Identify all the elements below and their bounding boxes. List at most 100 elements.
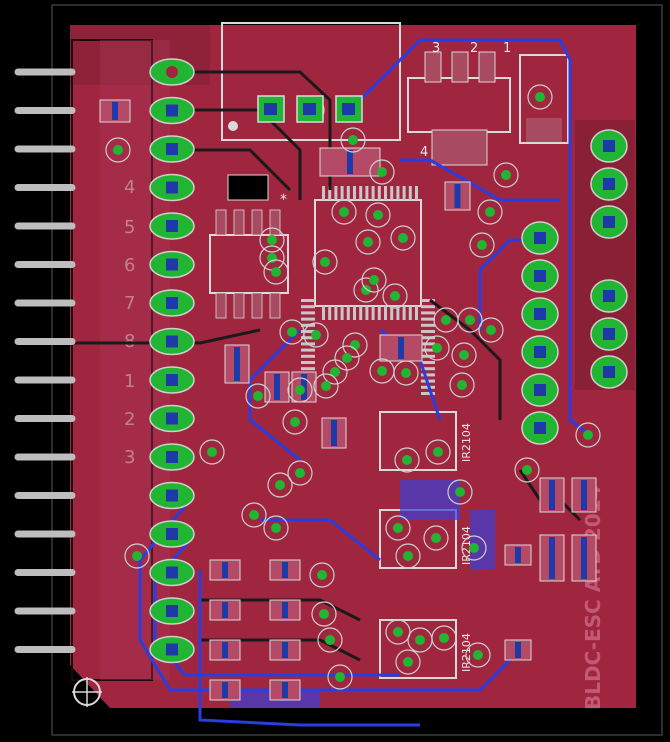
via-pad <box>348 135 358 145</box>
via <box>241 502 267 528</box>
regulator-pin <box>424 51 442 83</box>
via-pad <box>271 267 281 277</box>
mcu-pin <box>353 306 356 320</box>
regulator-pin-label-2: 2 <box>470 41 478 56</box>
via <box>393 360 419 386</box>
via-pad <box>583 430 593 440</box>
via <box>311 601 337 627</box>
via-pad <box>113 145 123 155</box>
via-pad <box>522 465 532 475</box>
smd-pad <box>112 102 118 120</box>
header-pad-hole <box>166 181 178 194</box>
via-pad <box>271 523 281 533</box>
via <box>312 249 338 275</box>
mcu-pin <box>421 367 435 371</box>
mcu-pin <box>421 342 435 346</box>
header-pad-hole <box>603 216 615 228</box>
mcu-pin <box>334 306 338 320</box>
via-pad <box>473 650 483 660</box>
via <box>259 227 285 253</box>
mcu-pin <box>390 306 394 320</box>
via <box>353 277 379 303</box>
mcu-pin <box>377 186 381 200</box>
soic-pin <box>251 292 263 319</box>
via-pad <box>361 285 371 295</box>
header-pad-hole <box>166 489 178 502</box>
header-pad-hole <box>534 422 546 434</box>
via-pad <box>415 635 425 645</box>
via-pad <box>401 368 411 378</box>
via-pad <box>455 487 465 497</box>
mcu-pins <box>301 186 435 395</box>
soic-pin <box>269 292 281 319</box>
via-pad <box>477 240 487 250</box>
via <box>449 372 475 398</box>
mcu-pin <box>421 348 435 352</box>
header-pad-hole <box>534 232 546 244</box>
regulator-pin-label-3: 3 <box>432 41 440 56</box>
soic-pin <box>233 292 245 319</box>
gate-driver-label-1: IR2104 <box>460 423 473 462</box>
soic-pin <box>233 209 245 236</box>
fiducial-icon <box>72 677 102 707</box>
mcu-pin <box>371 306 375 320</box>
via-pad <box>267 253 277 263</box>
soic-pin <box>269 209 281 236</box>
mcu-pin <box>421 317 435 321</box>
header-pad-hole <box>603 140 615 152</box>
via <box>199 439 225 465</box>
header-pad-hole <box>166 220 178 232</box>
via <box>369 159 395 185</box>
via-pad <box>403 551 413 561</box>
via-pad <box>311 330 321 340</box>
mcu-pin <box>301 330 315 333</box>
via-pad <box>433 447 443 457</box>
gate-driver-label-2: IR2104 <box>460 526 473 565</box>
mcu-pin <box>346 186 350 200</box>
via <box>457 307 483 333</box>
via <box>390 225 416 251</box>
header-pad-hole <box>166 104 178 117</box>
via <box>287 377 313 403</box>
mcu-pin <box>328 186 332 200</box>
regulator-pin-label-1: 1 <box>503 41 511 56</box>
mcu-pin <box>301 367 315 371</box>
regulator-tab-label: 4 <box>420 145 428 160</box>
header-pad-hole <box>166 335 178 348</box>
via-pad <box>403 657 413 667</box>
header-number: 3 <box>124 447 135 468</box>
gate-driver-3 <box>379 619 457 679</box>
regulator-pin <box>478 51 496 83</box>
via <box>317 627 343 653</box>
header-pad-hole <box>166 451 178 463</box>
smd-pad <box>222 642 228 658</box>
via <box>493 162 519 188</box>
via-pad <box>390 291 400 301</box>
via <box>282 409 308 435</box>
via <box>309 562 335 588</box>
via-pad <box>321 381 331 391</box>
smd-pad <box>222 562 228 578</box>
mcu-pin <box>390 186 394 200</box>
header-pad-hole <box>166 143 178 155</box>
via-pad <box>485 207 495 217</box>
header-pad-hole <box>534 346 546 358</box>
mcu-pin <box>421 361 435 364</box>
mcu-pin <box>421 323 435 327</box>
right-headers <box>521 129 628 445</box>
via <box>423 525 449 551</box>
via <box>263 259 289 285</box>
smd-pad <box>398 337 404 359</box>
smd-pad <box>282 682 288 698</box>
mcu-pin <box>402 306 406 320</box>
via-pad <box>317 570 327 580</box>
via-pad <box>330 367 340 377</box>
mcu-pin <box>301 348 315 352</box>
smd-pad <box>282 642 288 658</box>
smd-pad <box>347 150 353 174</box>
capacitor-pads <box>257 95 363 123</box>
header-pad-hole <box>166 258 178 271</box>
mcu-pin <box>301 361 315 364</box>
mcu-pin <box>421 373 435 377</box>
